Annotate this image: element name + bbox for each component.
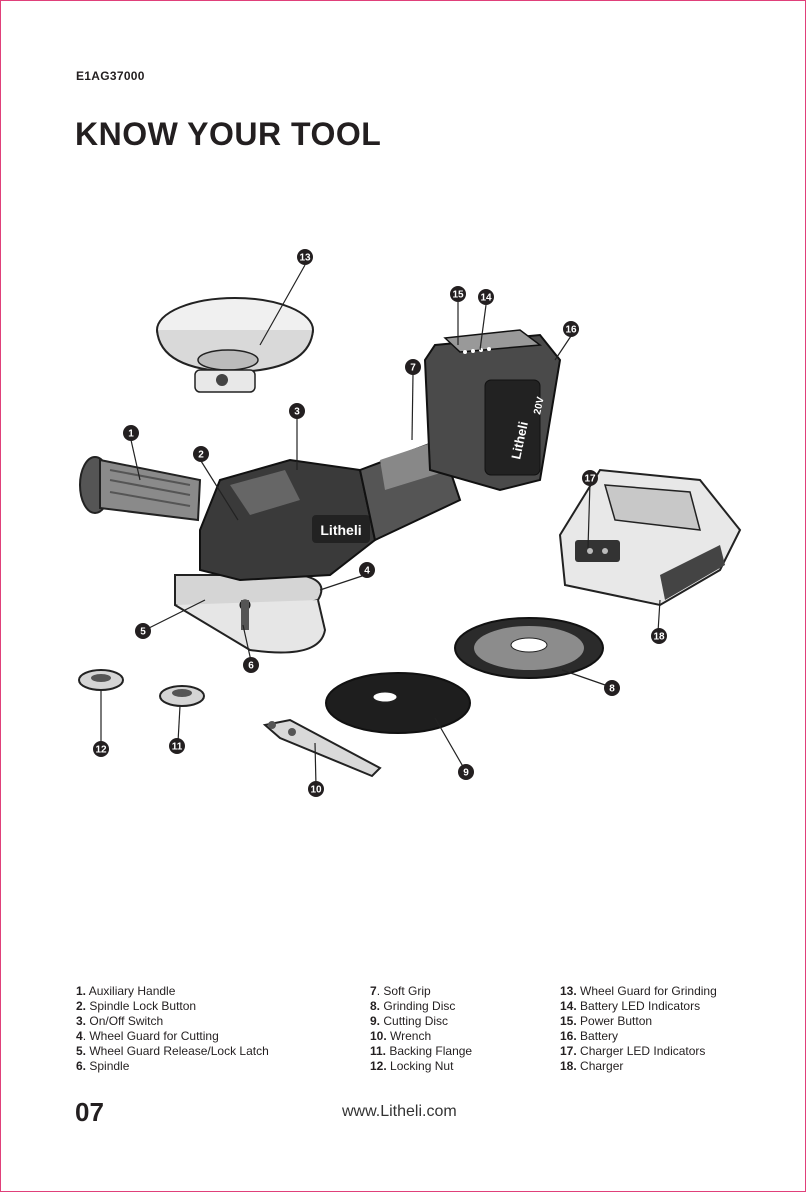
- part-item: 6. Spindle: [76, 1059, 130, 1073]
- page-title: KNOW YOUR TOOL: [75, 116, 382, 152]
- charger-illustration: [558, 468, 742, 607]
- svg-text:15: 15: [452, 290, 464, 301]
- callout-6: 6: [243, 657, 259, 673]
- auxiliary-handle-illustration: [79, 456, 202, 522]
- locking-nut-illustration: [78, 669, 124, 691]
- callout-10: 10: [308, 781, 324, 797]
- callout-11: 11: [169, 738, 185, 754]
- part-item: 17. Charger LED Indicators: [560, 1044, 706, 1058]
- callout-markers: 1 2 3 4 5 6 7 8 9 10 11 12 13 14 15 16 1…: [93, 249, 667, 797]
- svg-text:9: 9: [463, 768, 469, 779]
- svg-text:7: 7: [410, 363, 416, 374]
- backing-flange-illustration: [159, 685, 205, 707]
- callout-17: 17: [582, 470, 598, 486]
- grinding-disc-illustration: [454, 617, 604, 679]
- part-item: 13. Wheel Guard for Grinding: [560, 984, 717, 998]
- callout-15: 15: [450, 286, 466, 302]
- callout-4: 4: [359, 562, 375, 578]
- callout-8: 8: [604, 680, 620, 696]
- part-item: 7. Soft Grip: [370, 984, 431, 998]
- parts-list-column-1: 1. Auxiliary Handle 2. Spindle Lock Butt…: [76, 984, 269, 1074]
- part-item: 9. Cutting Disc: [370, 1014, 449, 1028]
- wrench-illustration: [262, 718, 382, 778]
- tool-brand-label: Litheli: [320, 522, 361, 538]
- page-number: 07: [75, 1097, 104, 1127]
- battery-voltage-label: 20V: [532, 396, 547, 416]
- callout-2: 2: [193, 446, 209, 462]
- svg-text:14: 14: [480, 293, 492, 304]
- part-item: 10. Wrench: [370, 1029, 432, 1043]
- angle-grinder-illustration: Litheli: [199, 438, 462, 630]
- svg-text:16: 16: [565, 325, 577, 336]
- part-item: 4. Wheel Guard for Cutting: [76, 1029, 219, 1043]
- part-item: 15. Power Button: [560, 1014, 653, 1028]
- part-item: 16. Battery: [560, 1029, 619, 1043]
- svg-text:1: 1: [128, 429, 134, 440]
- part-item: 14. Battery LED Indicators: [560, 999, 701, 1013]
- svg-text:6: 6: [248, 661, 254, 672]
- svg-text:11: 11: [172, 742, 183, 753]
- callout-7: 7: [405, 359, 421, 375]
- callout-18: 18: [651, 628, 667, 644]
- svg-text:5: 5: [140, 627, 146, 638]
- leader-lines: [100, 264, 661, 787]
- callout-14: 14: [478, 289, 494, 305]
- callout-13: 13: [297, 249, 313, 265]
- svg-text:10: 10: [310, 785, 322, 796]
- grinding-guard-illustration: [156, 297, 314, 393]
- svg-text:8: 8: [609, 684, 615, 695]
- tool-diagram: Litheli Litheli 20V: [78, 249, 742, 797]
- callout-12: 12: [93, 741, 109, 757]
- callout-1: 1: [123, 425, 139, 441]
- cutting-guard-illustration: [174, 574, 327, 654]
- svg-text:12: 12: [95, 745, 107, 756]
- website-link[interactable]: www.Litheli.com: [342, 1103, 457, 1120]
- model-number: E1AG37000: [76, 69, 145, 83]
- callout-16: 16: [563, 321, 579, 337]
- svg-text:3: 3: [294, 407, 300, 418]
- part-item: 3. On/Off Switch: [76, 1014, 164, 1028]
- svg-text:4: 4: [364, 566, 370, 577]
- part-item: 11. Backing Flange: [370, 1044, 473, 1058]
- battery-illustration: Litheli 20V: [423, 329, 562, 492]
- callout-9: 9: [458, 764, 474, 780]
- part-item: 5. Wheel Guard Release/Lock Latch: [76, 1044, 269, 1058]
- parts-list-column-3: 13. Wheel Guard for Grinding 14. Battery…: [560, 984, 717, 1074]
- svg-text:2: 2: [198, 450, 204, 461]
- svg-text:18: 18: [653, 632, 665, 643]
- svg-text:13: 13: [299, 253, 311, 264]
- svg-text:17: 17: [584, 474, 596, 485]
- parts-list-column-2: 7. Soft Grip 8. Grinding Disc 9. Cutting…: [370, 984, 472, 1074]
- part-item: 12. Locking Nut: [370, 1059, 454, 1073]
- part-item: 1. Auxiliary Handle: [76, 984, 176, 998]
- cutting-disc-illustration: [325, 672, 471, 734]
- part-item: 8. Grinding Disc: [370, 999, 456, 1013]
- part-item: 18. Charger: [560, 1059, 624, 1073]
- part-item: 2. Spindle Lock Button: [76, 999, 197, 1013]
- callout-5: 5: [135, 623, 151, 639]
- callout-3: 3: [289, 403, 305, 419]
